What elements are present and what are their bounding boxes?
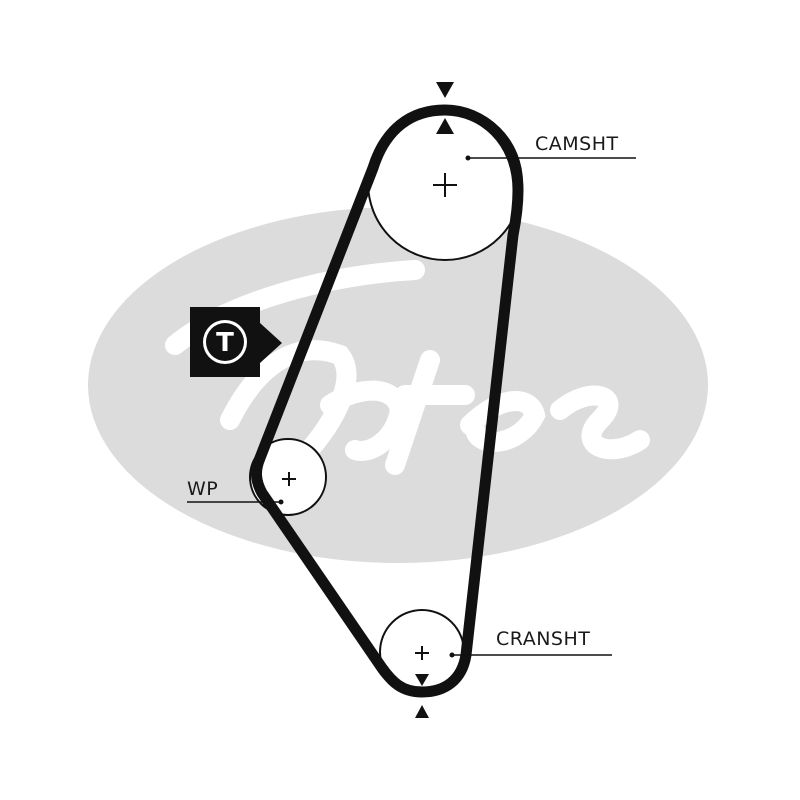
crankshaft-label: CRANSHT — [496, 628, 590, 650]
crankshaft-timing-mark-icon — [415, 674, 429, 718]
water-pump-center-cross-icon — [282, 472, 296, 486]
camshaft-timing-mark-icon — [436, 82, 454, 134]
camshaft-leader — [465, 155, 636, 161]
watermark-logo — [88, 207, 708, 563]
tensioner-icon: T — [190, 307, 282, 377]
water-pump-leader — [187, 499, 284, 505]
water-pump-label: WP — [187, 478, 218, 500]
crankshaft-center-cross-icon — [415, 646, 429, 660]
timing-belt — [251, 104, 524, 698]
crankshaft-leader — [449, 652, 612, 658]
tensioner-label: T — [216, 328, 234, 358]
camshaft-label: CAMSHT — [535, 133, 619, 155]
camshaft-center-cross-icon — [433, 173, 457, 197]
